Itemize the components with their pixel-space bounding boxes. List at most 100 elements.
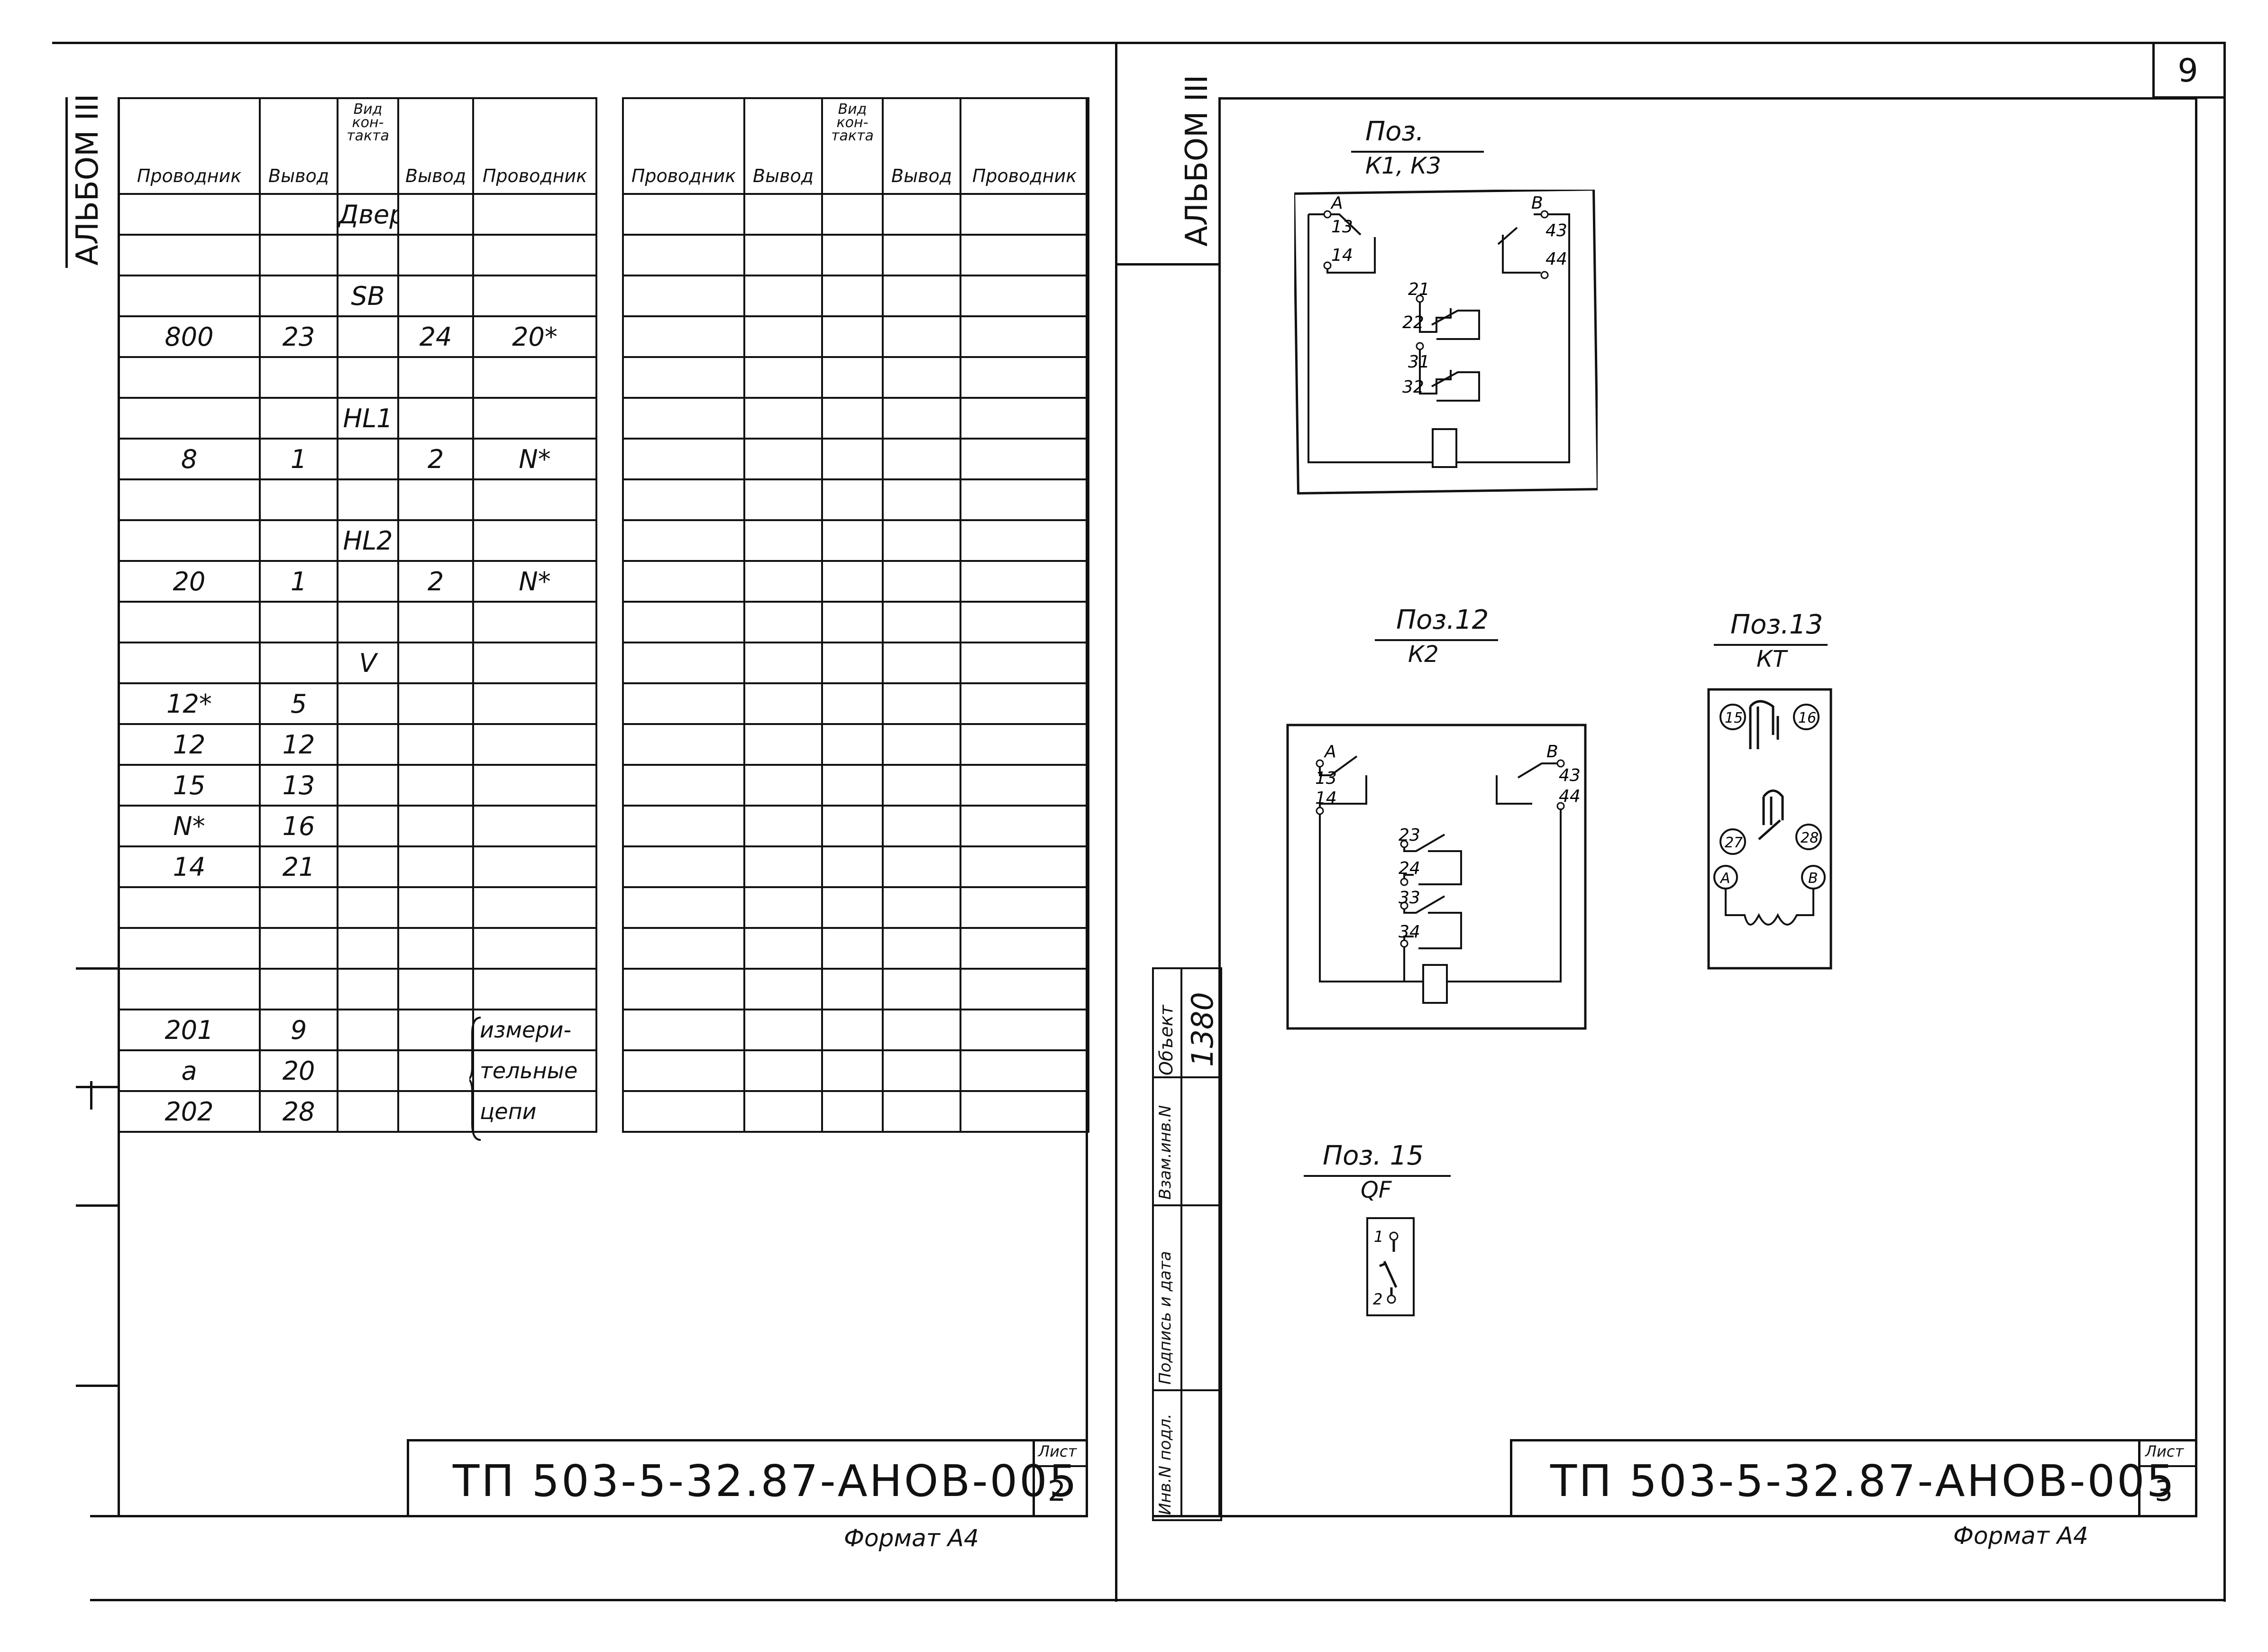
table-cell: 12* <box>118 682 261 725</box>
table-cell <box>743 642 823 684</box>
pos-12-title: Поз.12 <box>1396 605 1489 635</box>
table-cell: 23 <box>259 315 338 358</box>
table-cell <box>622 723 745 766</box>
table-cell: 15 <box>118 764 261 807</box>
table-cell <box>821 397 884 440</box>
table-cell <box>622 519 745 562</box>
right-sheet-label: Лист <box>2145 1442 2184 1460</box>
table-cell <box>337 601 399 643</box>
table-cell <box>259 397 338 440</box>
relay-k2-label: В <box>1546 742 1558 762</box>
table-cell <box>472 682 597 725</box>
right-sheet-cell-divider <box>2138 1465 2195 1467</box>
timer-kt-label: А <box>1719 870 1730 887</box>
album-label-left: АЛЬБОМ III <box>70 93 105 266</box>
table-cell <box>821 927 884 970</box>
left-title-block <box>407 1439 1088 1517</box>
table-cell <box>622 968 745 1010</box>
table-cell <box>259 478 338 521</box>
relay-k1k3-label: А <box>1330 193 1343 213</box>
relay-k1k3-label: 13 <box>1331 217 1353 237</box>
pos-15-title: Поз. 15 <box>1323 1140 1424 1171</box>
pos-12-subtitle: К2 <box>1408 641 1439 668</box>
table-cell: 2 <box>397 438 474 480</box>
table-cell <box>118 193 261 236</box>
margin-tick <box>76 1385 119 1387</box>
table-cell <box>882 560 961 603</box>
table-cell <box>472 805 597 847</box>
header-conductor: Проводник <box>960 97 1089 195</box>
pos-k1k3-subtitle: К1, К3 <box>1365 153 1441 179</box>
table-cell: 800 <box>118 315 261 358</box>
table-cell <box>821 315 884 358</box>
table-cell <box>337 1009 399 1051</box>
table-cell <box>472 275 597 317</box>
relay-k1k3-label: 22 <box>1402 313 1424 332</box>
table-cell <box>118 927 261 970</box>
timer-kt-label: В <box>1808 870 1818 887</box>
table-cell <box>472 927 597 970</box>
table-cell <box>397 1090 474 1133</box>
side-stamp-row <box>1152 1389 1218 1391</box>
table-row <box>622 234 1089 276</box>
table-cell <box>743 234 823 276</box>
table-cell <box>821 1009 884 1051</box>
table-row <box>622 397 1089 440</box>
table-cell <box>622 642 745 684</box>
table-cell <box>472 193 597 236</box>
margin-tick <box>76 1204 119 1207</box>
header-conductor: Проводник <box>622 97 745 195</box>
table-cell <box>960 275 1089 317</box>
table-cell <box>337 723 399 766</box>
table-cell <box>337 927 399 970</box>
table-cell <box>472 968 597 1010</box>
table-cell <box>882 193 961 236</box>
pos-15-subtitle: QF <box>1361 1177 1392 1203</box>
table-row <box>622 886 1089 929</box>
left-sheet-number: 2 <box>1048 1475 1066 1508</box>
table-cell <box>821 438 884 480</box>
table-cell <box>960 723 1089 766</box>
timer-kt-label: 16 <box>1798 710 1816 726</box>
table-cell <box>960 968 1089 1010</box>
table-cell <box>743 805 823 847</box>
table-cell <box>821 234 884 276</box>
table-cell <box>821 193 884 236</box>
left-sheet-cell <box>1033 1439 1088 1515</box>
table-cell: цепи <box>472 1090 597 1133</box>
table-cell <box>118 519 261 562</box>
table-cell <box>960 642 1089 684</box>
right-sheet-cell <box>2138 1439 2197 1515</box>
table-cell <box>397 723 474 766</box>
table-cell <box>622 1049 745 1092</box>
table-cell <box>882 397 961 440</box>
table-cell <box>743 438 823 480</box>
relay-k1k3-label: 21 <box>1408 280 1430 299</box>
table-cell <box>743 1049 823 1092</box>
table-cell <box>622 438 745 480</box>
table-cell <box>882 275 961 317</box>
table-cell: 202 <box>118 1090 261 1133</box>
table-cell <box>118 397 261 440</box>
table-cell: V <box>337 642 399 684</box>
table-cell: 201 <box>118 1009 261 1051</box>
table-cell <box>882 968 961 1010</box>
table-cell: 24 <box>397 315 474 358</box>
measuring-circuits-brace <box>469 1017 481 1141</box>
table-cell: N* <box>472 438 597 480</box>
table-cell: 13 <box>259 764 338 807</box>
table-cell <box>118 968 261 1010</box>
table-row <box>622 805 1089 847</box>
table-row <box>622 764 1089 807</box>
table-cell: 12 <box>118 723 261 766</box>
table-cell <box>472 356 597 399</box>
table-cell <box>397 397 474 440</box>
relay-k2-label: 44 <box>1559 787 1581 806</box>
header-contact-type: Вид кон-такта <box>821 97 884 195</box>
table-cell <box>743 968 823 1010</box>
table-cell <box>821 519 884 562</box>
table-cell <box>259 234 338 276</box>
